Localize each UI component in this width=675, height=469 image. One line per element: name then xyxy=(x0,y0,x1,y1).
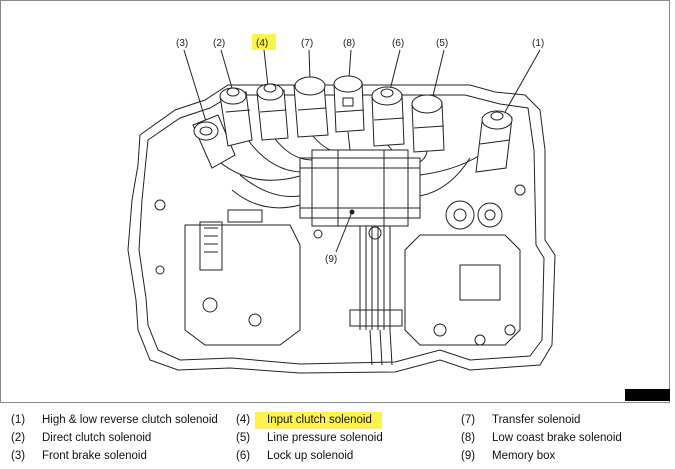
solenoid-3 xyxy=(192,114,236,169)
solenoid-group xyxy=(192,75,513,173)
solenoid-8 xyxy=(333,75,365,133)
legend-num: (4) xyxy=(236,414,251,426)
callout-6: (6) xyxy=(392,38,404,49)
legend-num: (1) xyxy=(11,414,26,426)
diagram-frame xyxy=(0,0,670,403)
legend-text: Lock up solenoid xyxy=(267,450,354,462)
legend-text: Memory box xyxy=(492,450,556,462)
legend-text: Direct clutch solenoid xyxy=(42,432,152,444)
black-tab xyxy=(625,389,670,401)
callout-7: (7) xyxy=(301,38,313,49)
legend-text: Line pressure solenoid xyxy=(267,432,383,444)
callout-9: (9) xyxy=(325,254,337,265)
legend-num: (3) xyxy=(11,450,26,462)
callout-2: (2) xyxy=(213,38,225,49)
callout-8: (8) xyxy=(343,38,355,49)
solenoid-1 xyxy=(475,110,513,173)
legend-num: (7) xyxy=(461,414,476,426)
legend-num: (9) xyxy=(461,450,476,462)
legend-num: (6) xyxy=(236,450,251,462)
valve-body-linework xyxy=(127,49,556,374)
valve-body-diagram: (3) (2) (4) (7) (8) (6) (5) (1) (9) xyxy=(127,34,556,374)
legend-text: Low coast brake solenoid xyxy=(492,432,622,444)
callout-4: (4) xyxy=(256,38,268,49)
legend-num: (5) xyxy=(236,432,251,444)
solenoid-4 xyxy=(256,83,289,141)
legend: (1) High & low reverse clutch solenoid (… xyxy=(0,412,675,469)
legend-num: (8) xyxy=(461,432,476,444)
solenoid-7 xyxy=(293,76,329,138)
legend-text: Front brake solenoid xyxy=(42,450,147,462)
solenoid-2 xyxy=(219,87,253,147)
callout-3: (3) xyxy=(176,38,188,49)
legend-num: (2) xyxy=(11,432,26,444)
legend-text: Transfer solenoid xyxy=(492,414,581,426)
callout-5: (5) xyxy=(436,38,448,49)
legend-text-highlighted: Input clutch solenoid xyxy=(255,412,382,429)
legend-text: High & low reverse clutch solenoid xyxy=(42,414,218,426)
solenoid-5 xyxy=(411,94,445,153)
callout-1: (1) xyxy=(532,38,544,49)
solenoid-6 xyxy=(371,86,405,147)
callout-highlight xyxy=(252,34,276,50)
